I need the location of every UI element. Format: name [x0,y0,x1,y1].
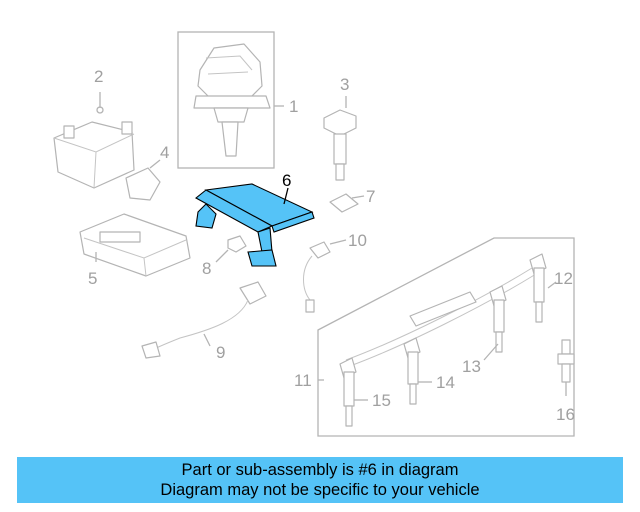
callout-15: 15 [372,391,391,410]
coil-clip [125,159,161,201]
plug-wire-set [317,237,575,437]
callout-16: 16 [556,405,575,424]
callout-13: 13 [462,357,481,376]
sensor-part-10 [303,239,347,313]
callout-1: 1 [289,97,298,116]
callout-6: 6 [282,171,291,190]
callout-14: 14 [436,373,455,392]
callout-7: 7 [366,187,375,206]
callout-9: 9 [216,343,225,362]
parts-diagram: 1 2 3 4 5 6 7 8 9 10 11 12 13 14 15 16 [53,31,575,437]
banner-line-1: Part or sub-assembly is #6 in diagram [181,461,459,479]
label-plate [329,193,365,213]
callout-2: 2 [94,67,103,86]
callout-12: 12 [554,269,573,288]
spark-plug [557,339,575,396]
callout-4: 4 [160,143,169,162]
sensor-part-9 [141,281,267,359]
control-module [79,213,191,277]
callout-8: 8 [202,259,211,278]
grommet [215,235,247,263]
info-banner: Part or sub-assembly is #6 in diagram Di… [17,457,623,503]
pencil-coil [323,96,357,181]
callout-10: 10 [348,231,367,250]
callout-11: 11 [294,371,312,390]
callout-5: 5 [88,269,97,288]
bracket-part-6 [195,183,315,267]
callout-3: 3 [340,75,349,94]
ignition-coil-assembly [177,31,284,169]
banner-line-2: Diagram may not be specific to your vehi… [160,481,480,499]
coil-pack [53,92,135,189]
